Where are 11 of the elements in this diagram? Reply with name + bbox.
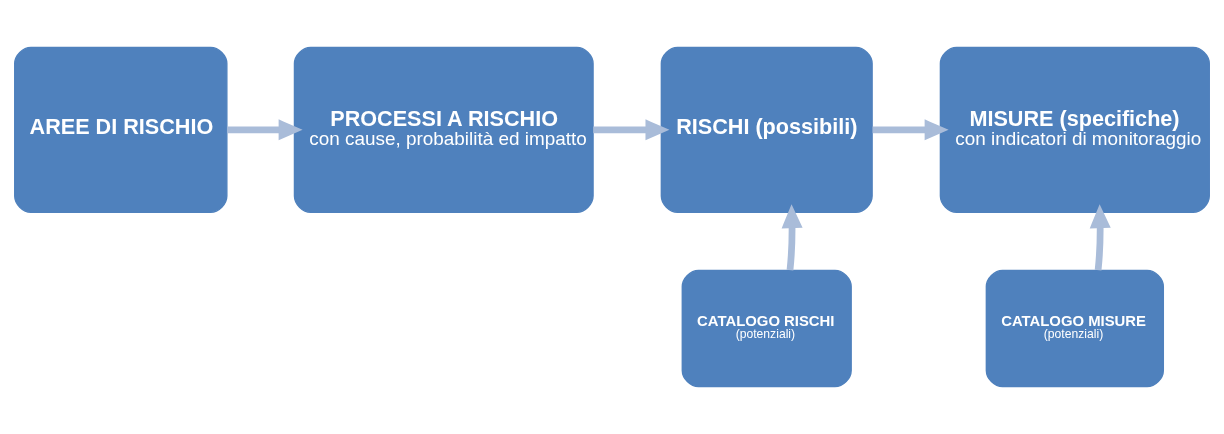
node-box: PROCESSI A RISCHIO con cause, probabilità ed impatto (293, 46, 594, 213)
arrow (781, 204, 803, 271)
node-box: MISURE (specifiche) con indicatori di monitoraggio (939, 46, 1210, 213)
node-box: CATALOGO MISURE (potenziali) (985, 269, 1165, 388)
node-box: CATALOGO RISCHI (potenziali) (681, 269, 852, 388)
arrow (872, 119, 949, 141)
arrow (227, 119, 303, 141)
arrow (1089, 204, 1111, 271)
node-box: RISCHI (possibili) (660, 46, 873, 213)
node-box: AREE DI RISCHIO (14, 46, 228, 213)
arrow (593, 119, 670, 141)
